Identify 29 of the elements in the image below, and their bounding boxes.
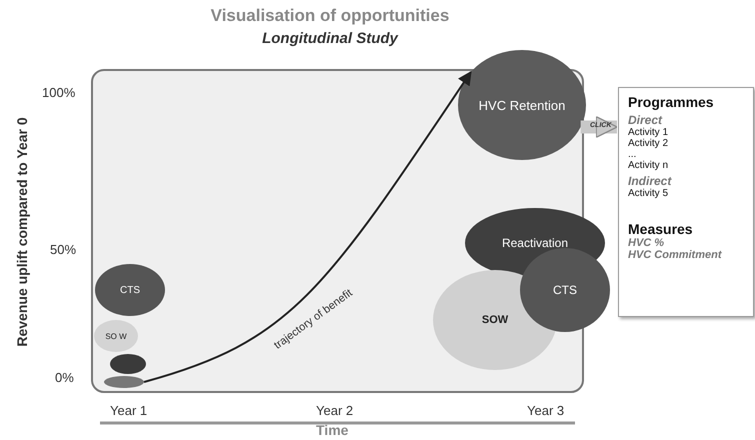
x-tick-label: Year 1 — [110, 403, 148, 418]
node-label: CTS — [553, 283, 577, 297]
x-tick-label: Year 2 — [316, 403, 354, 418]
y-tick-label: 100% — [42, 85, 76, 100]
subtitle: Longitudinal Study — [261, 30, 400, 47]
activity-text: Activity 2 — [628, 138, 668, 149]
activity-text: ... — [628, 149, 636, 160]
activity-text: Activity n — [628, 160, 668, 171]
legend-panel — [618, 87, 754, 317]
x-axis-title: Time — [316, 422, 348, 438]
measure-text: HVC Commitment — [628, 249, 722, 261]
y-tick-label: 50% — [50, 242, 76, 257]
node-label: HVC Retention — [478, 98, 566, 112]
panel-subheading: Direct — [628, 113, 662, 127]
block-arrow — [580, 116, 618, 138]
panel-heading: Programmes — [628, 94, 714, 110]
y-axis-title: Revenue uplift compared to Year 0 — [14, 117, 30, 347]
measure-text: HVC % — [628, 237, 664, 249]
node-label: SO W — [105, 332, 127, 340]
panel-subheading: Indirect — [628, 174, 672, 188]
node-label: CTS — [120, 284, 140, 296]
panel-heading: Measures — [628, 221, 693, 237]
node-label: SOW — [482, 314, 508, 326]
node-label: Reactivation — [502, 236, 568, 250]
y-tick-label: 0% — [55, 370, 74, 385]
activity-text: Activity 1 — [628, 127, 668, 138]
activity-text: Activity 5 — [628, 188, 668, 199]
title: Visualisation of opportunities — [210, 6, 450, 26]
x-tick-label: Year 3 — [527, 403, 564, 418]
